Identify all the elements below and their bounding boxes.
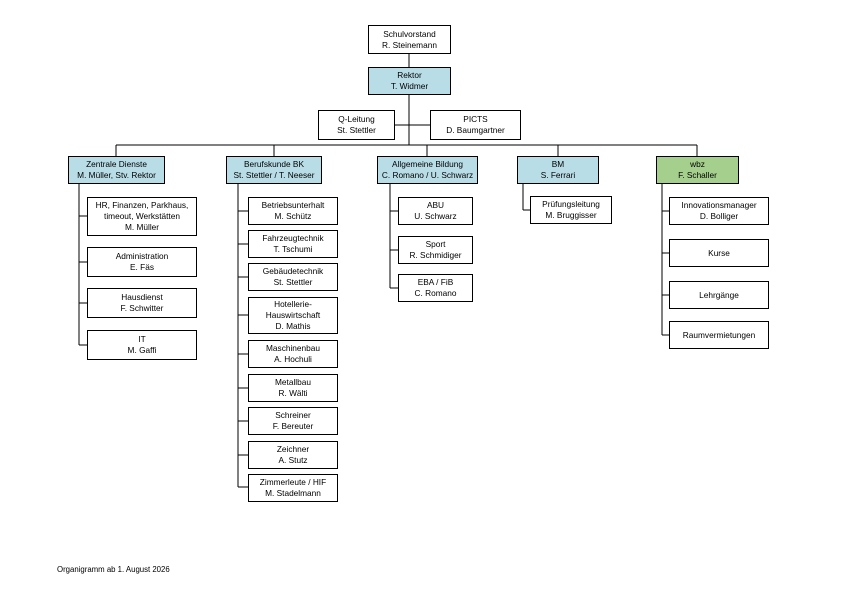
box-name: F. Schwitter — [120, 303, 164, 313]
box-name: R. Wälti — [278, 388, 308, 398]
box-zentrale-dienste: Zentrale Dienste M. Müller, Stv. Rektor — [68, 156, 165, 184]
footer-caption: Organigramm ab 1. August 2026 — [57, 565, 170, 574]
box-fahrzeugtechnik: Fahrzeugtechnik T. Tschumi — [248, 230, 338, 258]
box-kurse: Kurse — [669, 239, 769, 267]
box-name: T. Widmer — [390, 81, 429, 91]
box-schreiner: Schreiner F. Bereuter — [248, 407, 338, 435]
box-title: Prüfungsleitung — [542, 199, 600, 210]
box-name: R. Schmidiger — [409, 250, 462, 260]
box-maschinenbau: Maschinenbau A. Hochuli — [248, 340, 338, 368]
box-title: Sport — [425, 239, 446, 250]
box-allgemeine-bildung: Allgemeine Bildung C. Romano / U. Schwar… — [377, 156, 478, 184]
box-title: Innovationsmanager — [681, 200, 757, 211]
box-betriebsunterhalt: Betriebsunterhalt M. Schütz — [248, 197, 338, 225]
box-zimmerleute: Zimmerleute / HIF M. Stadelmann — [248, 474, 338, 502]
box-title: Allgemeine Bildung — [391, 159, 464, 170]
box-title: wbz — [690, 159, 705, 170]
box-administration: Administration E. Fäs — [87, 247, 197, 277]
box-hotellerie: Hotellerie- Hauswirtschaft D. Mathis — [248, 297, 338, 334]
box-title: Fahrzeugtechnik — [262, 233, 324, 244]
box-name: R. Steinemann — [382, 39, 437, 50]
box-title: PICTS — [463, 114, 488, 125]
box-name: S. Ferrari — [540, 170, 576, 180]
box-name: C. Romano — [414, 288, 457, 298]
box-title: Zimmerleute / HIF — [259, 477, 327, 488]
box-name: D. Bolliger — [699, 211, 739, 221]
box-eba-fib: EBA / FiB C. Romano — [398, 274, 473, 302]
box-title: Hotellerie- Hauswirtschaft — [265, 299, 321, 321]
box-sport: Sport R. Schmidiger — [398, 236, 473, 264]
box-title: Kurse — [708, 247, 730, 258]
box-picts: PICTS D. Baumgartner — [430, 110, 521, 140]
box-it: IT M. Gaffi — [87, 330, 197, 360]
box-name: M. Müller, Stv. Rektor — [77, 170, 156, 180]
box-name: T. Tschumi — [273, 244, 313, 254]
box-title: Berufskunde BK — [244, 159, 304, 170]
box-metallbau: Metallbau R. Wälti — [248, 374, 338, 402]
box-title: BM — [551, 159, 565, 170]
box-name: St. Stettler — [273, 277, 313, 287]
box-rektor: Rektor T. Widmer — [368, 67, 451, 95]
box-name: M. Gaffi — [127, 345, 157, 355]
box-name: M. Bruggisser — [545, 210, 597, 220]
box-name: C. Romano / U. Schwarz — [381, 170, 474, 180]
box-raumvermietungen: Raumvermietungen — [669, 321, 769, 349]
box-name: U. Schwarz — [414, 211, 457, 221]
box-title: ABU — [426, 200, 445, 211]
box-title: HR, Finanzen, Parkhaus, timeout, Werkstä… — [95, 200, 189, 222]
box-title: Metallbau — [275, 377, 311, 388]
box-wbz: wbz F. Schaller — [656, 156, 739, 184]
box-title: Administration — [115, 251, 169, 262]
box-title: Maschinenbau — [266, 343, 320, 354]
box-title: IT — [138, 334, 146, 345]
box-name: A. Hochuli — [274, 354, 312, 364]
box-pruefungsleitung: Prüfungsleitung M. Bruggisser — [530, 196, 612, 224]
box-name: D. Mathis — [275, 320, 311, 331]
box-name: E. Fäs — [130, 262, 154, 272]
box-title: Q-Leitung — [338, 114, 375, 125]
box-abu: ABU U. Schwarz — [398, 197, 473, 225]
box-hausdienst: Hausdienst F. Schwitter — [87, 288, 197, 318]
box-berufskunde: Berufskunde BK St. Stettler / T. Neeser — [226, 156, 322, 184]
box-name: St. Stettler / T. Neeser — [233, 170, 315, 180]
box-name: F. Schaller — [678, 170, 717, 180]
box-q-leitung: Q-Leitung St. Stettler — [318, 110, 395, 140]
box-name: M. Stadelmann — [265, 488, 321, 498]
box-title: Schreiner — [275, 410, 311, 421]
box-name: A. Stutz — [278, 455, 308, 465]
box-title: Lehrgänge — [699, 289, 739, 300]
box-title: EBA / FiB — [417, 277, 454, 288]
box-hr-finanzen: HR, Finanzen, Parkhaus, timeout, Werkstä… — [87, 197, 197, 236]
box-name: D. Baumgartner — [446, 125, 505, 135]
box-schulvorstand: Schulvorstand R. Steinemann — [368, 25, 451, 54]
box-lehrgaenge: Lehrgänge — [669, 281, 769, 309]
box-title: Gebäudetechnik — [262, 266, 324, 277]
box-name: St. Stettler — [337, 125, 376, 135]
box-gebaeudetechnik: Gebäudetechnik St. Stettler — [248, 263, 338, 291]
box-zeichner: Zeichner A. Stutz — [248, 441, 338, 469]
box-name: M. Müller — [124, 221, 160, 232]
box-bm: BM S. Ferrari — [517, 156, 599, 184]
box-title: Raumvermietungen — [682, 329, 756, 340]
box-title: Hausdienst — [121, 292, 163, 303]
box-title: Zeichner — [276, 444, 310, 455]
box-name: F. Bereuter — [272, 421, 314, 431]
box-title: Betriebsunterhalt — [261, 200, 325, 211]
box-name: M. Schütz — [274, 211, 312, 221]
box-innovationsmanager: Innovationsmanager D. Bolliger — [669, 197, 769, 225]
box-title: Zentrale Dienste — [86, 159, 147, 170]
box-title: Schulvorstand — [383, 28, 436, 39]
box-title: Rektor — [397, 70, 422, 81]
